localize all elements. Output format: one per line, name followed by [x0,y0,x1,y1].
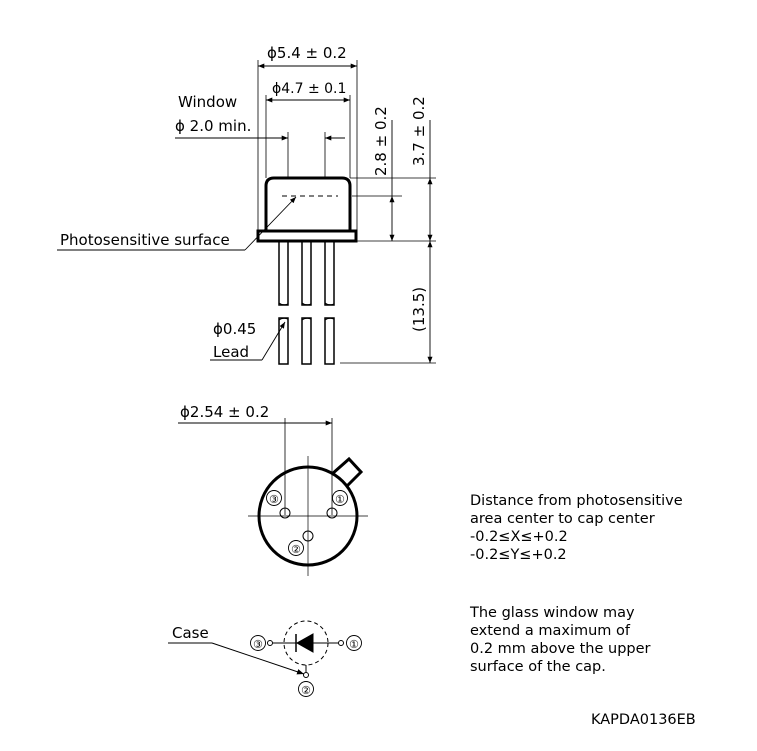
photodiode-symbol [168,620,362,697]
drawing-code: KAPDA0136EB [591,712,696,728]
lead-2-lower [301,317,312,365]
distance-note: Distance from photosensitive area center… [470,492,683,564]
lead-label: Lead [213,343,249,361]
bottom-pin-1-label: ① [335,493,345,506]
lead-1-upper [278,240,289,306]
distance-note-line-2: area center to cap center [470,511,655,527]
side-view [57,60,436,365]
glass-note-line-1: The glass window may [470,605,635,621]
bottom-pin-2-label: ② [291,543,301,556]
cap-inner-diameter-label: ϕ4.7 ± 0.1 [272,81,346,97]
lead-length-label: (13.5) [410,287,428,332]
pin-hole-3 [279,507,291,519]
pin-hole-2 [302,530,314,542]
bottom-view [178,418,368,576]
glass-window-note: The glass window may extend a maximum of… [470,604,651,676]
pin-hole-1 [326,507,338,519]
lead-diameter-label: ϕ0.45 [213,320,256,338]
glass-note-line-4: surface of the cap. [470,659,606,675]
lead-3-upper [324,240,335,306]
flange [256,229,358,243]
symbol-pin-1-label: ① [349,638,359,651]
cap-height-label: 3.7 ± 0.2 [410,96,428,166]
lead-2-upper [301,240,312,306]
window-label: Window [178,93,237,111]
glass-note-line-3: 0.2 mm above the upper [470,641,651,657]
window-height-label: 2.8 ± 0.2 [372,106,390,176]
distance-note-line-4: -0.2≤Y≤+0.2 [470,547,567,563]
lead-3-lower [324,317,335,365]
pin-circle-diameter-label: ϕ2.54 ± 0.2 [180,403,269,421]
glass-note-line-2: extend a maximum of [470,623,630,639]
window-diameter-label: ϕ 2.0 min. [175,117,251,135]
orientation-tab [331,456,364,488]
distance-note-line-3: -0.2≤X≤+0.2 [470,529,568,545]
cap-outer-diameter-label: ϕ5.4 ± 0.2 [267,44,347,62]
bottom-pin-3-label: ③ [269,493,279,506]
symbol-pin-2-label: ② [301,684,311,697]
distance-note-line-1: Distance from photosensitive [470,493,683,509]
cap-outline [264,176,352,233]
photosensitive-surface-label: Photosensitive surface [60,231,230,249]
symbol-pin-3-label: ③ [253,638,263,651]
case-label: Case [172,624,209,642]
